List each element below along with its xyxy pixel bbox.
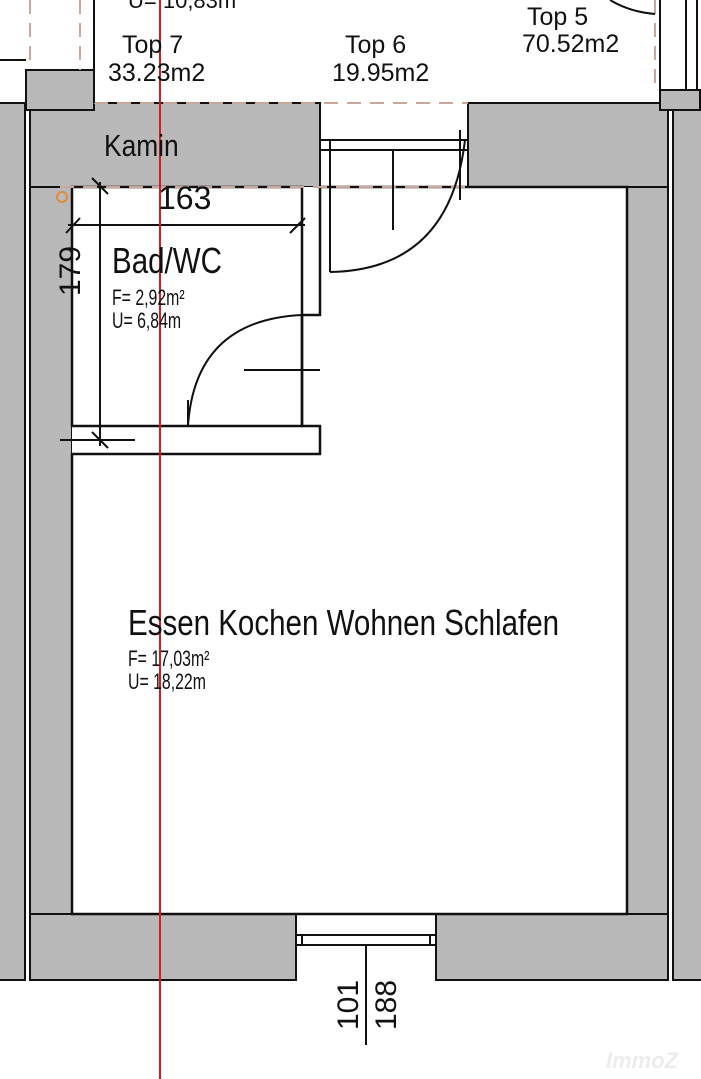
- bath-room-area: F= 2,92m²: [112, 285, 185, 310]
- chimney-label: Kamin: [104, 128, 179, 163]
- pillar-right: [659, 89, 701, 111]
- upper-wall-right: [467, 102, 669, 188]
- far-left-wall: [0, 102, 26, 981]
- walls: [0, 69, 701, 981]
- bath-area: [72, 187, 302, 426]
- bath-room-name: Bad/WC: [112, 240, 222, 281]
- left-wall: [29, 169, 73, 981]
- partial-perimeter-label: U= 10,83m: [128, 0, 237, 13]
- dimension-bath-width: 163: [158, 180, 212, 216]
- dimension-window-lower: 101: [332, 979, 365, 1030]
- dimension-lines: [60, 177, 306, 449]
- dimension-window-upper: 188: [370, 979, 403, 1030]
- bottom-wall-left: [29, 913, 297, 981]
- living-room-area: F= 17,03m²: [128, 646, 210, 671]
- living-room-name: Essen Kochen Wohnen Schlafen: [128, 602, 560, 643]
- living-outline: [70, 185, 629, 916]
- window: [295, 914, 437, 1045]
- unit-top5-name: Top 5: [527, 3, 589, 31]
- unit-top5-area: 70.52m2: [522, 30, 620, 58]
- far-right-wall: [672, 102, 701, 981]
- unit-top6-name: Top 6: [345, 31, 407, 59]
- bottom-wall-right: [435, 913, 669, 981]
- pillar-left: [25, 69, 95, 111]
- living-room-perimeter: U= 18,22m: [128, 669, 206, 694]
- unit-top7-area: 33.23m2: [108, 59, 206, 87]
- unit-top6-area: 19.95m2: [332, 59, 430, 87]
- dimension-bath-height: 179: [54, 245, 87, 296]
- right-wall: [626, 169, 669, 981]
- entrance-door[interactable]: [320, 130, 468, 273]
- bath-door[interactable]: [187, 314, 320, 427]
- unit-boundaries: [29, 0, 656, 188]
- upper-fragments: [0, 0, 698, 103]
- watermark-logo: ImmoZ: [606, 1048, 679, 1073]
- unit-top7-name: Top 7: [122, 31, 184, 59]
- bath-room-perimeter: U= 6,84m: [112, 308, 182, 333]
- reference-marker: [56, 191, 68, 203]
